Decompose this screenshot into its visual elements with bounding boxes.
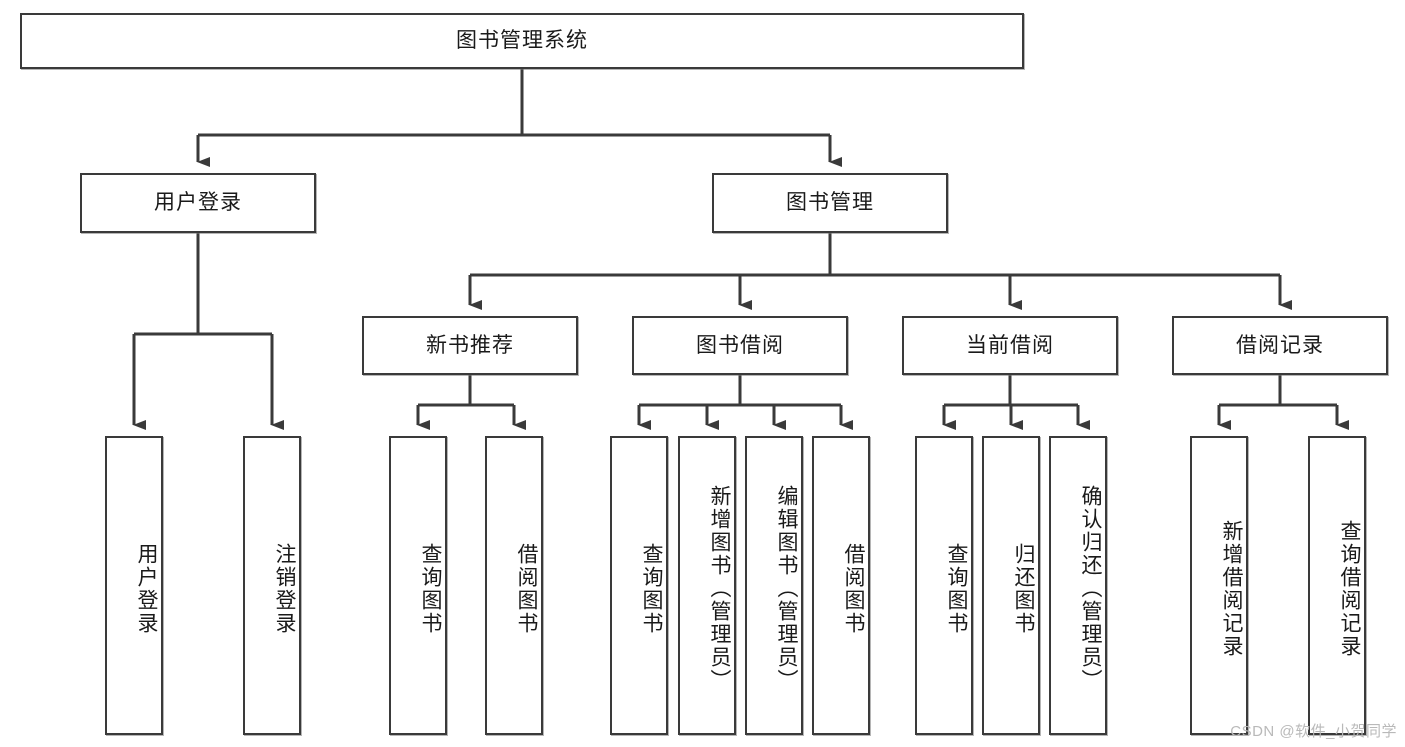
node-book-management-label: 图书管理 <box>786 191 874 215</box>
leaf-query-book-1-label: 查询图书 <box>419 542 442 635</box>
watermark: CSDN @软件_小贺同学 <box>1230 723 1397 740</box>
leaf-add-record-label: 新增借阅记录 <box>1220 519 1243 658</box>
leaf-query-book-2[interactable]: 查询图书 <box>610 436 668 735</box>
node-user-login[interactable]: 用户登录 <box>80 173 316 233</box>
leaf-add-record[interactable]: 新增借阅记录 <box>1190 436 1248 735</box>
node-book-management[interactable]: 图书管理 <box>712 173 948 233</box>
leaf-return-book[interactable]: 归还图书 <box>982 436 1040 735</box>
leaf-borrow-book-1[interactable]: 借阅图书 <box>485 436 543 735</box>
node-book-borrow[interactable]: 图书借阅 <box>632 316 848 375</box>
leaf-query-book-3[interactable]: 查询图书 <box>915 436 973 735</box>
leaf-edit-book-label: 编辑图书（管理员） <box>775 485 798 692</box>
leaf-query-book-2-label: 查询图书 <box>640 542 663 635</box>
node-user-login-label: 用户登录 <box>154 191 242 215</box>
node-current-borrow-label: 当前借阅 <box>966 333 1054 357</box>
leaf-borrow-book-2[interactable]: 借阅图书 <box>812 436 870 735</box>
node-root-label: 图书管理系统 <box>456 29 588 53</box>
leaf-borrow-book-2-label: 借阅图书 <box>842 542 865 635</box>
leaf-confirm-return-label: 确认归还（管理员） <box>1079 485 1102 692</box>
leaf-query-record-label: 查询借阅记录 <box>1338 519 1361 658</box>
leaf-return-book-label: 归还图书 <box>1012 542 1035 635</box>
node-current-borrow[interactable]: 当前借阅 <box>902 316 1118 375</box>
node-book-borrow-label: 图书借阅 <box>696 333 784 357</box>
leaf-add-book[interactable]: 新增图书（管理员） <box>678 436 736 735</box>
leaf-query-record[interactable]: 查询借阅记录 <box>1308 436 1366 735</box>
node-borrow-record[interactable]: 借阅记录 <box>1172 316 1388 375</box>
leaf-query-book-1[interactable]: 查询图书 <box>389 436 447 735</box>
leaf-user-login[interactable]: 用户登录 <box>105 436 163 735</box>
node-new-book-recommend-label: 新书推荐 <box>426 333 514 357</box>
leaf-add-book-label: 新增图书（管理员） <box>708 485 731 692</box>
node-new-book-recommend[interactable]: 新书推荐 <box>362 316 578 375</box>
node-root[interactable]: 图书管理系统 <box>20 13 1024 69</box>
leaf-confirm-return[interactable]: 确认归还（管理员） <box>1049 436 1107 735</box>
leaf-edit-book[interactable]: 编辑图书（管理员） <box>745 436 803 735</box>
leaf-user-logout[interactable]: 注销登录 <box>243 436 301 735</box>
leaf-query-book-3-label: 查询图书 <box>945 542 968 635</box>
leaf-user-login-label: 用户登录 <box>135 542 158 635</box>
node-borrow-record-label: 借阅记录 <box>1236 333 1324 357</box>
leaf-borrow-book-1-label: 借阅图书 <box>515 542 538 635</box>
leaf-user-logout-label: 注销登录 <box>273 542 296 635</box>
